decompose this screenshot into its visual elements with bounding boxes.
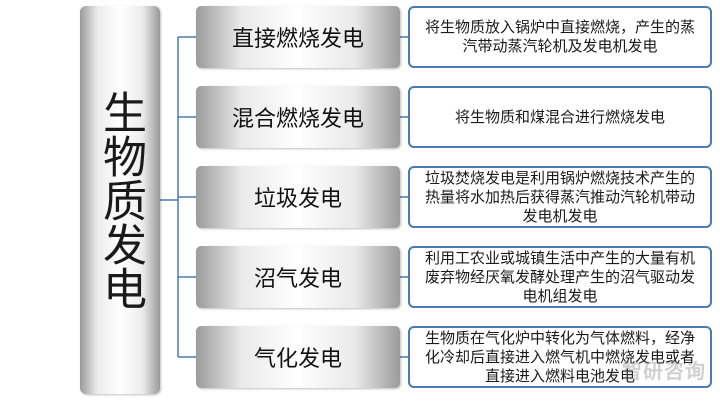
desc-direct-combustion: 将生物质放入锅炉中直接燃烧，产生的蒸汽带动蒸汽轮机及发电机发电	[408, 6, 712, 68]
watermark: 智研咨询	[622, 359, 706, 383]
desc-co-firing: 将生物质和煤混合进行燃烧发电	[408, 86, 712, 148]
desc-waste-power: 垃圾焚烧发电是利用锅炉燃烧技术产生的热量将水加热后获得蒸汽推动汽轮机带动发电机发…	[408, 166, 712, 228]
branch-direct-combustion: 直接燃烧发电	[196, 6, 400, 68]
root-title: 生物质发电	[95, 90, 146, 310]
branch-gasification-power: 气化发电	[196, 326, 400, 388]
branch-waste-power: 垃圾发电	[196, 166, 400, 228]
desc-gasification-power: 生物质在气化炉中转化为气体燃料，经净化冷却后直接进入燃气机中燃烧发电或者直接进入…	[408, 326, 712, 388]
desc-biogas-power: 利用工农业或城镇生活中产生的大量有机废弃物经厌氧发酵处理产生的沼气驱动发电机组发…	[408, 246, 712, 308]
root-node: 生物质发电	[80, 6, 160, 394]
branch-co-firing: 混合燃烧发电	[196, 86, 400, 148]
branch-biogas-power: 沼气发电	[196, 246, 400, 308]
